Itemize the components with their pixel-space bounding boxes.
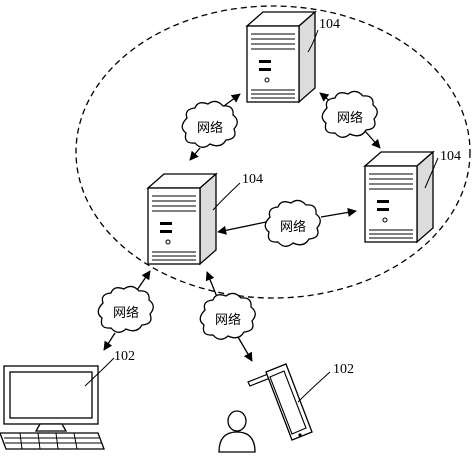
link-top-cloud2-right	[364, 130, 381, 149]
network-cloud-4: 网络	[97, 285, 154, 333]
network-cloud-2: 网络	[321, 90, 378, 138]
connections	[103, 92, 381, 362]
server-ref-label: 104	[440, 149, 461, 164]
server-ref-label: 104	[319, 17, 340, 32]
network-label: 网络	[280, 219, 306, 235]
link-tab-cloud-tablet	[237, 336, 253, 362]
network-label: 网络	[215, 312, 241, 328]
link-mid-cloud-right	[320, 207, 357, 218]
terminal-ref-label: 102	[114, 349, 135, 364]
tablet-icon	[265, 363, 313, 441]
link-top-cloud1-left	[189, 147, 201, 161]
network-label: 网络	[197, 120, 223, 136]
server-cluster-boundary	[75, 5, 471, 299]
server-icon	[146, 172, 218, 266]
network-cloud-1: 网络	[181, 100, 238, 148]
server-ref-label: 104	[242, 172, 263, 187]
network-label: 网络	[337, 110, 363, 126]
network-label: 网络	[113, 305, 139, 321]
network-cloud-5: 网络	[199, 292, 256, 340]
terminal-ref-label: 102	[333, 362, 354, 377]
server-icon	[363, 150, 435, 244]
user-icon	[218, 410, 256, 453]
desktop-computer-icon	[0, 365, 105, 450]
link-pc-cloud-pc	[103, 332, 116, 351]
link-mid-cloud-left	[217, 221, 267, 235]
network-cloud-3: 网络	[264, 199, 321, 247]
server-icon	[245, 10, 317, 104]
